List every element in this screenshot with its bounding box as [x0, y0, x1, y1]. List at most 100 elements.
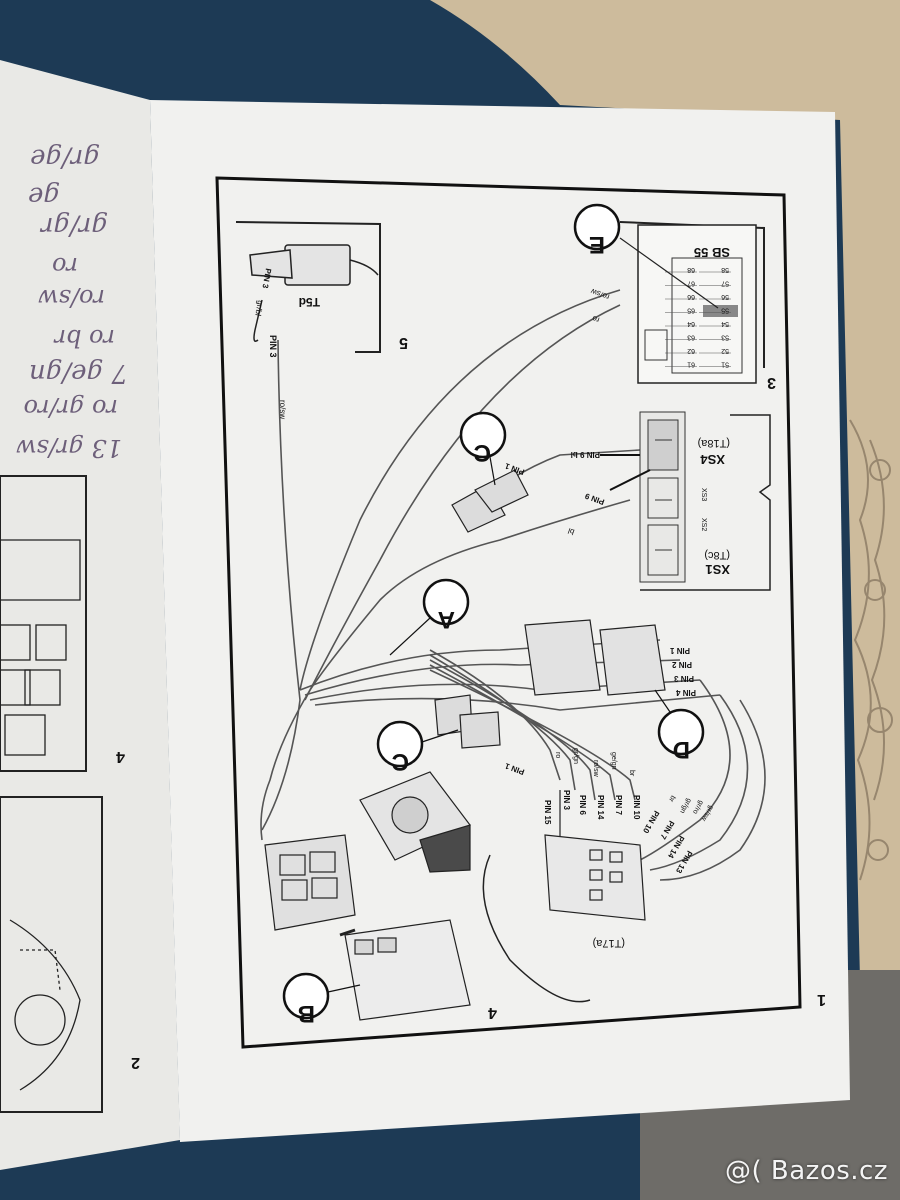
fuse-grid	[671, 257, 743, 374]
diagram-frame	[215, 176, 802, 1049]
svg-text:B: B	[298, 1000, 315, 1027]
pencil-note: gr/gr	[40, 211, 108, 241]
left-page-panels	[0, 475, 103, 1113]
pencil-note: ge	[28, 181, 60, 211]
panel-number-4: 4	[488, 1004, 497, 1021]
d-pin-labels: PIN 1 PIN 2 PIN 3 PIN 4	[669, 646, 696, 697]
switch-module	[359, 771, 471, 873]
wire-grgn: gr/gn	[572, 748, 579, 764]
pencil-note: ro	[52, 252, 78, 280]
d-pin1: PIN 1	[669, 646, 690, 655]
fuse-number: 65	[687, 307, 695, 314]
callout-a-leader	[389, 617, 431, 656]
svg-text:C: C	[474, 439, 491, 466]
left-page	[0, 60, 180, 1170]
fuse-number: 64	[687, 320, 695, 327]
callout-e: E	[573, 203, 621, 258]
fuse-number: 52	[721, 347, 729, 354]
wire-rosw: ro/sw	[278, 400, 287, 419]
pencil-note: gr/ge	[30, 143, 100, 173]
d-pin4: PIN 4	[675, 688, 696, 697]
fuse-row-bottom: 58 57 56 55 54 53 52 51	[699, 266, 731, 368]
fuse-number: 58	[721, 266, 729, 273]
d-pin3: PIN 3	[673, 674, 694, 683]
pin3-t17a: PIN 3	[562, 790, 571, 811]
pencil-notes: gr/ge ge gr/gr ro ro/sw ro br 7 ge/gn ro…	[16, 143, 128, 462]
fuse-number: 54	[721, 320, 729, 327]
callout-e-leader	[619, 237, 719, 309]
pin15-label: PIN 15	[543, 800, 552, 825]
fuse-number: 56	[721, 293, 729, 300]
svg-text:C: C	[392, 748, 409, 775]
pin3-label: PIN 3	[268, 335, 278, 358]
pencil-note: ro gr/ro	[24, 394, 118, 422]
xs3-label: XS3	[700, 488, 707, 501]
fuse-number: 51	[721, 361, 729, 368]
d-connector	[524, 619, 666, 696]
c-connector-upper	[451, 469, 529, 533]
pencil-note: 7 ge/gn	[29, 358, 128, 388]
xs-connector-block	[639, 411, 686, 583]
panel-number-5: 5	[399, 334, 408, 351]
xs1-label: XS1	[705, 562, 730, 577]
svg-text:D: D	[673, 736, 690, 763]
pencil-note: ro/sw	[38, 284, 105, 312]
callout-b: B	[282, 972, 330, 1027]
pin6-label: PIN 6	[578, 795, 587, 816]
fuse-number: 63	[687, 334, 695, 341]
callout-c-upper-leader	[489, 456, 496, 486]
t17a-label: (T17a)	[593, 937, 625, 949]
panel-number-3: 3	[767, 374, 776, 391]
panel-number-1: 1	[817, 991, 826, 1008]
relay-b	[339, 919, 471, 1021]
svg-text:A: A	[438, 606, 455, 633]
callout-c-lower-leader	[421, 729, 459, 743]
c-connector-lower	[434, 694, 501, 749]
fuse-number: 67	[687, 280, 695, 287]
t5d-pin3: PIN 3	[260, 268, 272, 290]
fusebox-relay	[644, 329, 668, 361]
fuse-number: 55	[721, 307, 729, 314]
left-panel-number-4: 4	[116, 748, 125, 765]
fuse-number: 62	[687, 347, 695, 354]
t5d-connector	[249, 244, 379, 342]
t18a-label: (T18a)	[698, 437, 730, 449]
relay-socket	[264, 834, 356, 931]
fuse-number: 57	[721, 280, 729, 287]
t5d-label: T5d	[299, 295, 320, 309]
callout-b-leader	[327, 984, 361, 993]
inset-panel-5	[235, 221, 381, 353]
pin9bl-label: PIN 9 bl	[571, 450, 600, 459]
xs-bracket	[640, 414, 771, 591]
wire-br-2: br	[667, 794, 677, 803]
lace-pattern	[849, 419, 893, 881]
fusebox	[637, 224, 757, 384]
inset-panel-3	[619, 221, 765, 368]
pin9-arrow-2	[609, 469, 651, 491]
xs2-label: XS2	[700, 518, 707, 531]
wire-ro-top: ro	[590, 313, 600, 324]
pencil-note: ro br	[53, 324, 115, 352]
wire-rosw-3: ro/sw	[592, 760, 599, 778]
callout-d: D	[657, 708, 705, 763]
wire-bl: bl	[567, 526, 576, 537]
callout-c-lower: C	[376, 720, 424, 775]
svg-text:E: E	[589, 231, 605, 258]
xs4-label: XS4	[700, 452, 725, 467]
fuse-number: 61	[687, 361, 695, 368]
fusebox-title: SB 55	[694, 245, 730, 260]
pin7-label: PIN 7	[614, 795, 623, 816]
inset-panel-4	[482, 854, 591, 1003]
fuse-number: 53	[721, 334, 729, 341]
wire-gegn: ge/gn	[610, 752, 617, 770]
watermark: @( Bazos.cz	[725, 1156, 888, 1186]
callout-a: A	[422, 578, 470, 633]
pin14-label: PIN 14	[596, 795, 605, 820]
pin10-label: PIN 10	[632, 795, 641, 820]
callout-c-upper: C	[459, 411, 507, 466]
wire-ro-2: ro	[554, 752, 561, 758]
fuse-number: 66	[687, 293, 695, 300]
t17a-connector	[544, 834, 646, 921]
